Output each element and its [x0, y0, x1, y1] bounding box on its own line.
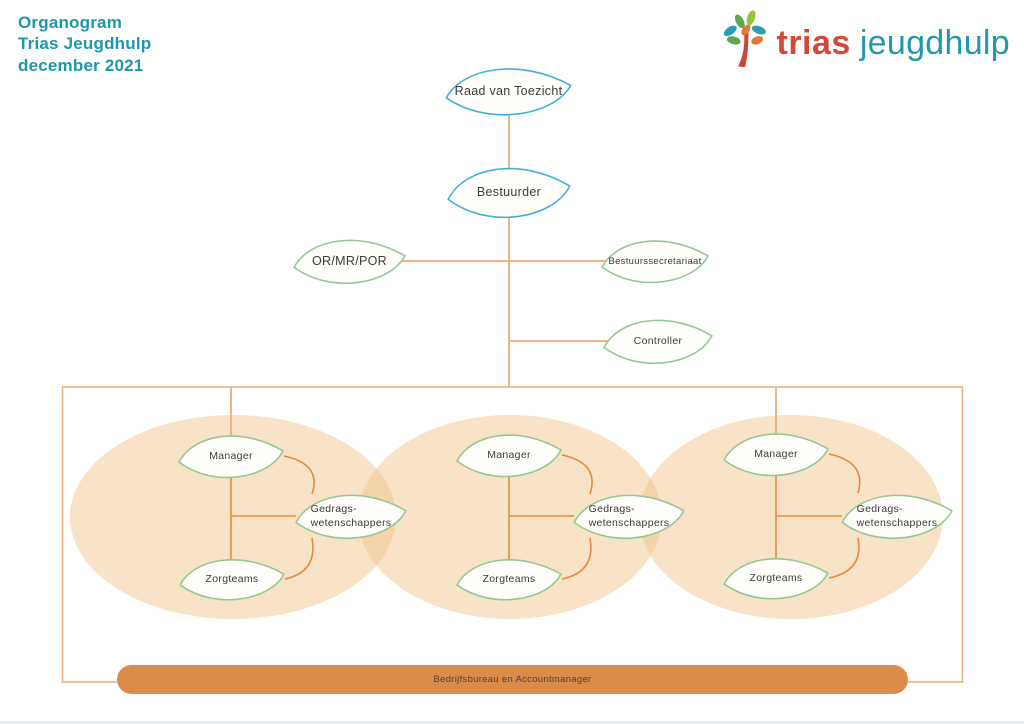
node-gedragswetenschappers-3: Gedrags- wetenschappers: [841, 487, 953, 545]
bottom-bar: Bedrijfsbureau en Accountmanager: [117, 665, 908, 694]
cluster-ellipse-1: [70, 415, 396, 619]
tree-logo-icon: [723, 10, 766, 68]
node-manager-2: Manager: [456, 427, 562, 483]
node-gedragswetenschappers-1: Gedrags- wetenschappers: [295, 487, 407, 545]
bottom-bar-label: Bedrijfsbureau en Accountmanager: [433, 674, 592, 685]
cluster2-arc-bottom: [561, 537, 592, 580]
brand-logo: trias jeugdhulp: [719, 8, 1011, 78]
cluster1-arc-top: [283, 455, 315, 495]
cluster1-arc-bottom: [284, 537, 314, 580]
title-line-2: Trias Jeugdhulp: [18, 34, 152, 54]
node-manager-1: Manager: [178, 428, 284, 484]
cluster-ellipse-3: [639, 415, 943, 619]
node-gedragswetenschappers-2: Gedrags- wetenschappers: [573, 487, 685, 545]
cluster2-arc-top: [561, 454, 593, 495]
node-bestuurssecretariaat: Bestuurssecretariaat: [601, 233, 709, 289]
node-manager-3: Manager: [723, 426, 829, 482]
cluster3-arc-top: [828, 453, 861, 494]
node-zorgteams-2: Zorgteams: [456, 552, 562, 606]
cluster3-arc-bottom: [828, 537, 860, 579]
node-controller: Controller: [603, 312, 713, 370]
brand-name: trias: [776, 23, 851, 62]
page-title: Organogram Trias Jeugdhulp december 2021: [18, 12, 151, 76]
node-zorgteams-3: Zorgteams: [723, 551, 829, 605]
brand-suffix: jeugdhulp: [859, 23, 1010, 62]
page-bottom-edge: [0, 721, 1024, 724]
title-line-3: december 2021: [18, 55, 144, 75]
node-bestuurder: Bestuurder: [447, 159, 571, 225]
node-zorgteams-1: Zorgteams: [179, 552, 285, 606]
node-raad-van-toezicht: Raad van Toezicht: [445, 60, 572, 122]
title-line-1: Organogram: [18, 13, 123, 32]
node-or-mr-por: OR/MR/POR: [293, 232, 406, 290]
